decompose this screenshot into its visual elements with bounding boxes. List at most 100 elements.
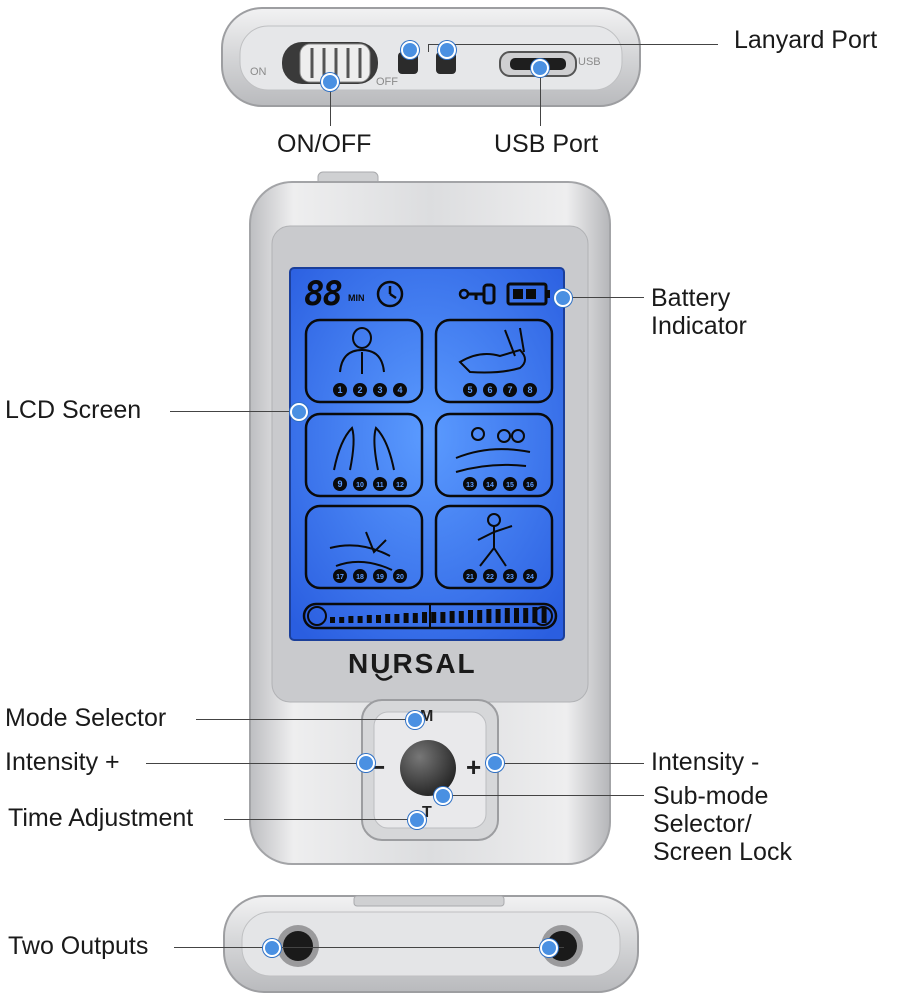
tile-number-circle (503, 569, 517, 583)
tile-number-circle (333, 569, 347, 583)
intensity-segment (348, 616, 354, 623)
tile-number: 14 (486, 482, 494, 489)
intensity-segment (486, 609, 492, 623)
tile-number: 12 (396, 482, 404, 489)
label-time-adjustment: Time Adjustment (8, 804, 194, 832)
submode-dot (434, 787, 452, 805)
tile-number-circle (463, 383, 477, 397)
tile-number-circle (353, 569, 367, 583)
lcd-leader (170, 411, 298, 412)
tile-number: 3 (377, 385, 382, 395)
intensity-segment (523, 608, 529, 623)
intensity-plus-dot (357, 754, 375, 772)
tile-number: 9 (337, 479, 342, 489)
label-battery-line1: Battery (651, 284, 731, 312)
tile-number-circle (483, 477, 497, 491)
label-mode-selector: Mode Selector (5, 704, 167, 732)
tile-number: 19 (376, 574, 384, 581)
lanyard-dot-left (401, 41, 419, 59)
usb-text: USB (578, 56, 601, 68)
tile-number: 4 (397, 385, 402, 395)
tile-number: 13 (466, 482, 474, 489)
tile-number-circle (483, 383, 497, 397)
intensity-segment (468, 610, 473, 623)
onoff-dot (321, 73, 339, 91)
intensity-plus-leader (146, 763, 366, 764)
tile-number-circle (463, 569, 477, 583)
tile-number: 23 (506, 574, 514, 581)
intensity-segment (514, 608, 519, 623)
lanyard-leader-v (428, 44, 429, 52)
tile-number: 2 (357, 385, 362, 395)
tile-number-circle (373, 477, 387, 491)
label-lanyard-port: Lanyard Port (734, 26, 878, 54)
tile-number-circle (483, 569, 497, 583)
intensity-segment (477, 610, 483, 623)
mode-leader (196, 719, 414, 720)
time-leader (224, 819, 416, 820)
battery-dot (554, 289, 572, 307)
outputs-leader (174, 947, 564, 948)
submode-leader (442, 795, 644, 796)
tile-number-circle (523, 383, 537, 397)
tile-number: 5 (467, 385, 472, 395)
label-on-off: ON/OFF (277, 130, 372, 158)
intensity-segment (422, 612, 427, 623)
tile-number: 6 (487, 385, 492, 395)
switch-on-text: ON (250, 66, 267, 78)
intensity-segment (412, 613, 418, 623)
output-dot-right (540, 939, 558, 957)
tile-number: 8 (527, 385, 532, 395)
tile-number-circle (523, 477, 537, 491)
usb-dot (531, 59, 549, 77)
intensity-segment (440, 612, 446, 623)
tile-number: 24 (526, 574, 534, 581)
tile-number-circle (353, 477, 367, 491)
tile-number-circle (463, 477, 477, 491)
intensity-segment (541, 607, 547, 623)
tile-number: 17 (336, 574, 344, 581)
tile-number-circle (373, 383, 387, 397)
tile-number-circle (373, 569, 387, 583)
time-button[interactable]: T (422, 804, 432, 821)
intensity-segment (431, 612, 437, 623)
battery-leader (562, 297, 644, 298)
label-lcd-screen: LCD Screen (5, 396, 142, 424)
lanyard-dot-right (438, 41, 456, 59)
lcd-time-unit: MIN (348, 293, 365, 303)
lcd-time-digits: 88 (304, 274, 343, 314)
intensity-segment (394, 614, 400, 623)
tile-number: 15 (506, 482, 514, 489)
tile-number: 1 (337, 385, 342, 395)
intensity-segment (366, 615, 372, 623)
intensity-plus-button[interactable]: + (466, 752, 482, 782)
label-battery-line2: Indicator (651, 312, 747, 340)
tile-number-circle (393, 477, 407, 491)
intensity-segment (449, 611, 455, 623)
tile-number: 22 (486, 574, 494, 581)
intensity-segment (330, 617, 335, 623)
tile-number-circle (503, 383, 517, 397)
tile-number-circle (333, 477, 347, 491)
lcd-dot (290, 403, 308, 421)
onoff-leader (330, 82, 331, 126)
tile-number-circle (393, 569, 407, 583)
label-submode-line2: Selector/ (653, 810, 752, 838)
tile-number-circle (503, 477, 517, 491)
intensity-minus-dot (486, 754, 504, 772)
intensity-segment (504, 608, 510, 623)
label-submode-line3: Screen Lock (653, 838, 792, 866)
tile-number-circle (523, 569, 537, 583)
intensity-minus-leader (492, 763, 644, 764)
tile-number-circle (333, 383, 347, 397)
tile-number: 7 (507, 385, 512, 395)
output-dot-left (263, 939, 281, 957)
intensity-segment (458, 611, 464, 623)
label-submode-line1: Sub-mode (653, 782, 769, 810)
label-intensity-plus: Intensity + (5, 748, 120, 776)
tile-number: 18 (356, 574, 364, 581)
intensity-segment (385, 614, 391, 623)
tile-number: 20 (396, 574, 404, 581)
mode-dot (406, 711, 424, 729)
label-usb-port: USB Port (494, 130, 599, 158)
